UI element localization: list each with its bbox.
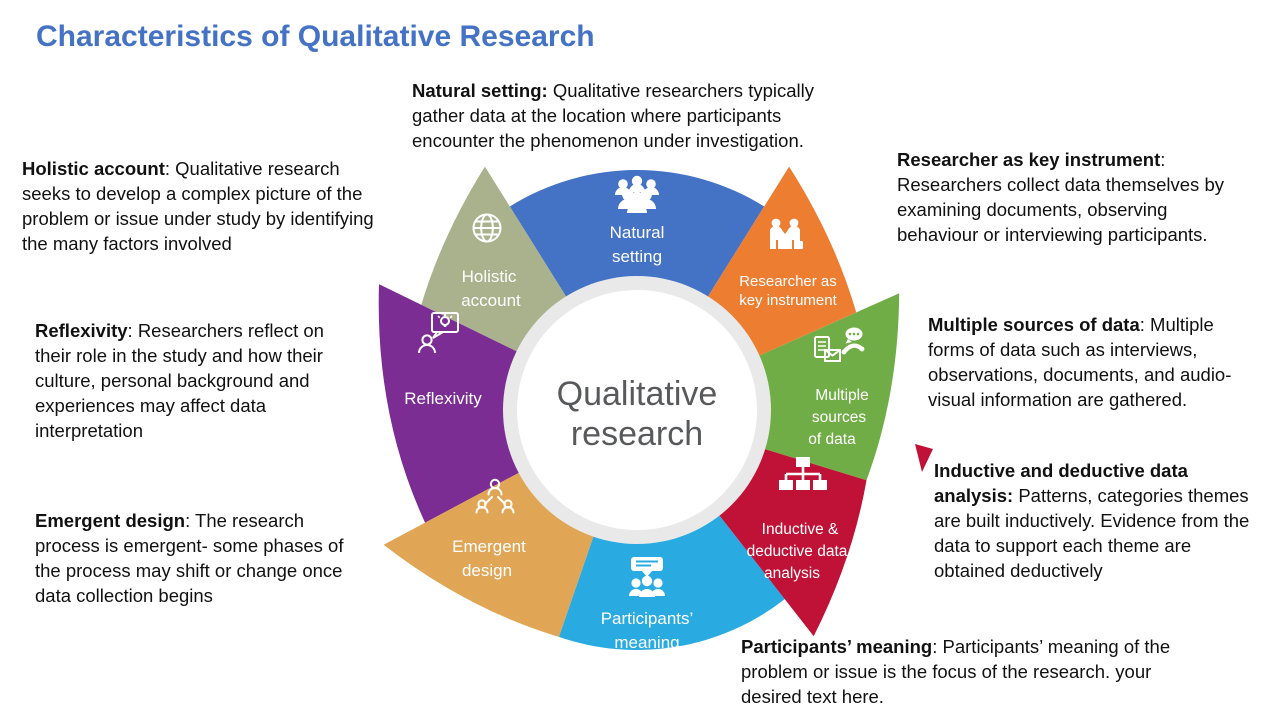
center-title-line2: research bbox=[571, 415, 703, 453]
label-researcher-2: key instrument bbox=[739, 292, 837, 309]
annotation-lead: Emergent design bbox=[35, 510, 186, 531]
label-emergent-1: Emergent bbox=[452, 537, 526, 556]
annotation-reflexivity: Reflexivity: Researchers reflect on thei… bbox=[35, 318, 355, 443]
annotation-body: : The research process is emergent- some… bbox=[35, 510, 344, 606]
page-title: Characteristics of Qualitative Research bbox=[36, 20, 595, 53]
idea-bubble-icon bbox=[418, 312, 459, 354]
annotation-natural-setting: Natural setting: Qualitative researchers… bbox=[412, 78, 852, 153]
annotation-body: : Multiple forms of data such as intervi… bbox=[928, 314, 1232, 410]
label-reflexivity: Reflexivity bbox=[404, 389, 482, 408]
segment-natural-setting bbox=[509, 170, 765, 309]
label-multiple-3: of data bbox=[808, 431, 856, 448]
globe-icon bbox=[472, 213, 502, 243]
annotation-multiple-sources: Multiple sources of data: Multiple forms… bbox=[928, 312, 1260, 412]
annotation-lead: Natural setting: bbox=[412, 80, 548, 101]
annotation-body: : Researchers collect data themselves by… bbox=[897, 149, 1224, 245]
label-multiple-2: sources bbox=[812, 409, 867, 426]
label-natural-setting-2: setting bbox=[612, 247, 662, 266]
team-structure-icon bbox=[475, 478, 515, 514]
segment-multiple-sources bbox=[746, 293, 900, 481]
annotation-lead: Researcher as key instrument bbox=[897, 149, 1161, 170]
label-inductive-3: analysis bbox=[764, 565, 820, 582]
label-holistic-2: account bbox=[461, 291, 521, 310]
annotation-lead: Reflexivity bbox=[35, 320, 128, 341]
label-multiple-1: Multiple bbox=[815, 387, 868, 404]
people-group-icon bbox=[615, 175, 659, 213]
annotation-lead: Participants’ meaning bbox=[741, 636, 933, 657]
qualitative-research-wheel: Natural setting Researcher as key instru… bbox=[378, 166, 900, 652]
annotation-body: : Participants’ meaning of the problem o… bbox=[741, 636, 1171, 707]
segment-researcher-key-instrument bbox=[700, 166, 857, 362]
annotation-lead: Inductive and deductive data analysis: bbox=[934, 460, 1188, 506]
label-inductive-2: deductive data bbox=[747, 543, 848, 560]
data-sources-icon bbox=[814, 327, 865, 362]
discussion-icon bbox=[629, 557, 665, 597]
pointer-arrow bbox=[915, 444, 933, 472]
annotation-inductive-deductive: Inductive and deductive data analysis: P… bbox=[934, 458, 1264, 583]
label-natural-setting-1: Natural bbox=[610, 223, 665, 242]
annotation-body: : Researchers reflect on their role in t… bbox=[35, 320, 324, 441]
segment-emergent-design bbox=[383, 466, 598, 637]
handshake-icon bbox=[770, 218, 803, 249]
annotation-emergent-design: Emergent design: The research process is… bbox=[35, 508, 350, 608]
segment-inductive-deductive bbox=[710, 445, 867, 637]
segment-holistic-account bbox=[421, 166, 574, 358]
center-disc bbox=[517, 290, 757, 530]
org-chart-icon bbox=[779, 457, 827, 490]
label-participants-1: Participants’ bbox=[601, 609, 694, 628]
center-title-line1: Qualitative bbox=[557, 375, 718, 413]
annotation-body: : Qualitative research seeks to develop … bbox=[22, 158, 374, 254]
pointer-arrow-shape bbox=[915, 444, 933, 472]
label-participants-2: meaning bbox=[614, 633, 679, 652]
label-emergent-2: design bbox=[462, 561, 512, 580]
annotation-lead: Holistic account bbox=[22, 158, 165, 179]
segment-reflexivity bbox=[378, 284, 532, 523]
annotation-body: Patterns, categories themes are built in… bbox=[934, 485, 1250, 581]
annotation-body: Qualitative researchers typically gather… bbox=[412, 80, 814, 151]
label-researcher-1: Researcher as bbox=[739, 273, 837, 290]
annotation-lead: Multiple sources of data bbox=[928, 314, 1140, 335]
annotation-participants-meaning: Participants’ meaning: Participants’ mea… bbox=[741, 634, 1211, 709]
label-holistic-1: Holistic bbox=[462, 267, 517, 286]
annotation-holistic-account: Holistic account: Qualitative research s… bbox=[22, 156, 392, 256]
label-inductive-1: Inductive & bbox=[762, 521, 839, 538]
annotation-researcher-key-instrument: Researcher as key instrument: Researcher… bbox=[897, 147, 1229, 247]
